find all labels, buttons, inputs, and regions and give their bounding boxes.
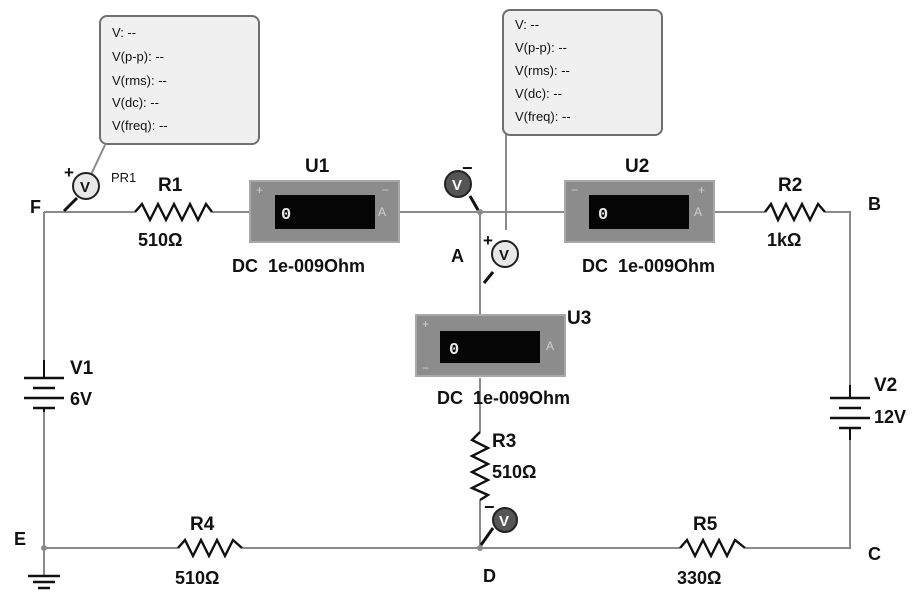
u2-mode: DC 1e-009Ohm xyxy=(582,256,715,276)
resistor-r2[interactable]: R2 1kΩ xyxy=(764,175,826,250)
u1-minus-terminal: − xyxy=(382,183,389,197)
probe-d-negative[interactable]: V − xyxy=(479,497,518,546)
u3-plus-terminal: + xyxy=(422,317,429,331)
probe-a-negative[interactable]: V − xyxy=(444,158,480,211)
r3-value: 510Ω xyxy=(492,462,536,482)
u1-label: U1 xyxy=(305,156,330,177)
readout-a-vpp: V(p-p): -- xyxy=(515,40,567,55)
v1-value: 6V xyxy=(70,389,92,409)
readout-f-vdc: V(dc): -- xyxy=(112,95,159,110)
probe-pr1-sign: + xyxy=(64,163,74,182)
probe-pr1-symbol: V xyxy=(80,179,90,196)
r4-value: 510Ω xyxy=(175,568,219,588)
probe-a[interactable]: V + xyxy=(482,231,519,284)
probe-a-sign: + xyxy=(483,231,493,250)
u3-reading: 0 xyxy=(449,341,459,360)
probe-pr1-name: PR1 xyxy=(111,170,136,185)
u2-unit: A xyxy=(694,205,702,219)
r1-label: R1 xyxy=(158,175,183,196)
resistor-r1[interactable]: R1 510Ω xyxy=(134,175,213,250)
u3-unit: A xyxy=(546,339,554,353)
probe-a-symbol: V xyxy=(499,247,509,264)
readout-a-vdc: V(dc): -- xyxy=(515,86,562,101)
ammeter-u2[interactable]: 0 − + A U2 DC 1e-009Ohm xyxy=(564,156,715,276)
u2-label: U2 xyxy=(625,156,649,177)
node-label-c: C xyxy=(868,544,881,564)
resistor-r3[interactable]: R3 510Ω xyxy=(469,431,536,502)
ammeter-u1[interactable]: 0 + − A U1 DC 1e-009Ohm xyxy=(232,156,400,276)
r5-value: 330Ω xyxy=(677,568,721,588)
u2-display xyxy=(589,195,689,229)
wires xyxy=(43,122,851,575)
r4-label: R4 xyxy=(190,514,215,535)
r5-label: R5 xyxy=(693,514,718,535)
probe-readout-a: V: -- V(p-p): -- V(rms): -- V(dc): -- V(… xyxy=(502,9,663,136)
junction-e xyxy=(41,545,47,551)
readout-a-vrms: V(rms): -- xyxy=(515,63,570,78)
u3-minus-terminal: − xyxy=(422,361,429,375)
probe-a-negative-icon xyxy=(444,170,472,198)
u2-plus-terminal: + xyxy=(698,183,705,197)
junction-a xyxy=(477,209,483,215)
u1-reading: 0 xyxy=(281,206,291,225)
readout-a-v: V: -- xyxy=(515,17,539,32)
u3-mode: DC 1e-009Ohm xyxy=(437,388,570,408)
probe-pr1[interactable]: V + PR1 xyxy=(62,163,136,213)
node-label-d: D xyxy=(483,566,496,586)
probe-readout-f: V: -- V(p-p): -- V(rms): -- V(dc): -- V(… xyxy=(99,15,260,145)
u3-label: U3 xyxy=(567,308,591,329)
junction-d xyxy=(477,545,483,551)
u1-unit: A xyxy=(378,205,386,219)
readout-f-vrms: V(rms): -- xyxy=(112,73,167,88)
probe-a-negative-sign: − xyxy=(462,158,473,178)
r2-value: 1kΩ xyxy=(767,230,801,250)
readout-f-vpp: V(p-p): -- xyxy=(112,49,164,64)
battery-v2[interactable]: V2 12V xyxy=(830,375,906,440)
ammeter-u3[interactable]: 0 + − A U3 DC 1e-009Ohm xyxy=(415,308,591,408)
probe-d-symbol: V xyxy=(499,513,509,530)
u1-mode: DC 1e-009Ohm xyxy=(232,256,365,276)
node-label-e: E xyxy=(14,529,26,549)
r3-label: R3 xyxy=(492,431,516,452)
u1-plus-terminal: + xyxy=(256,183,263,197)
probe-a-negative-symbol: V xyxy=(452,177,462,194)
node-label-f: F xyxy=(30,197,41,217)
probe-d-sign: − xyxy=(484,497,495,517)
node-label-b: B xyxy=(868,194,881,214)
readout-f-vfreq: V(freq): -- xyxy=(112,118,168,133)
readout-f-v: V: -- xyxy=(112,25,136,40)
battery-v1[interactable]: V1 6V xyxy=(24,358,94,412)
u3-display xyxy=(440,331,540,363)
probe-a-icon xyxy=(491,240,519,268)
u2-reading: 0 xyxy=(598,206,608,225)
resistor-r5[interactable]: R5 330Ω xyxy=(677,514,746,588)
v2-label: V2 xyxy=(874,375,897,396)
r2-label: R2 xyxy=(778,175,802,196)
readout-a-vfreq: V(freq): -- xyxy=(515,109,571,124)
u2-minus-terminal: − xyxy=(571,183,578,197)
resistor-r4[interactable]: R4 510Ω xyxy=(175,514,243,588)
v2-value: 12V xyxy=(874,407,906,427)
r1-value: 510Ω xyxy=(138,230,182,250)
v1-label: V1 xyxy=(70,358,94,379)
ground-icon xyxy=(28,574,60,590)
u1-display xyxy=(275,195,375,229)
probe-d-icon xyxy=(492,507,518,533)
node-label-a: A xyxy=(451,246,464,266)
probe-pr1-icon xyxy=(72,172,100,200)
